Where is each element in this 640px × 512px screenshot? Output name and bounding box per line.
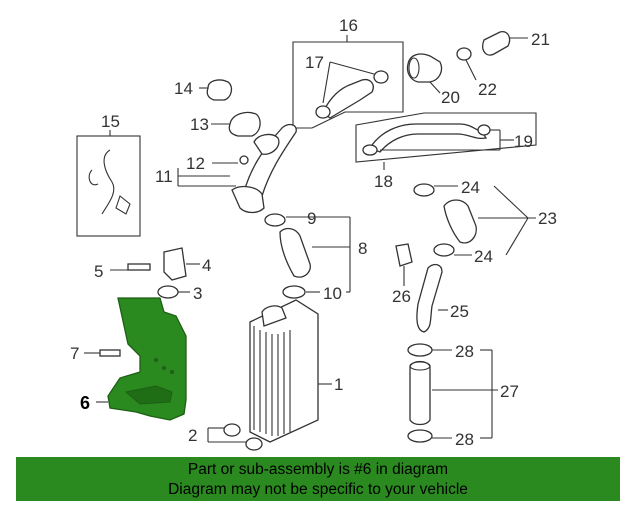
part-15-hose[interactable]	[101, 149, 115, 215]
part-27-hose[interactable]	[409, 360, 431, 426]
part-28-clamp-upper[interactable]	[407, 343, 433, 357]
callout-10[interactable]: 10	[323, 284, 342, 303]
part-12-sensor[interactable]	[239, 155, 249, 165]
leader-23c	[505, 217, 529, 256]
part-11-pipe-lower[interactable]	[231, 185, 265, 214]
banner-line-2: Diagram may not be specific to your vehi…	[168, 481, 468, 498]
leader-17a	[322, 61, 331, 104]
callout-15[interactable]: 15	[101, 112, 120, 131]
part-15-clip-a	[88, 169, 99, 186]
part-15-clip-b	[115, 195, 131, 215]
callout-6[interactable]: 6	[80, 393, 90, 413]
part-11-bracket[interactable]	[253, 133, 280, 155]
part-2-mount-a[interactable]	[223, 423, 241, 437]
callout-25[interactable]: 25	[450, 302, 469, 321]
callout-1[interactable]: 1	[334, 375, 343, 394]
part-1-inlet	[261, 305, 287, 327]
callout-18[interactable]: 18	[374, 172, 393, 191]
part-10-clamp[interactable]	[282, 285, 306, 299]
part-17-hose[interactable]	[322, 78, 374, 119]
leader-23a	[493, 185, 529, 219]
leader-20	[429, 81, 441, 94]
part-21-connector[interactable]	[482, 31, 511, 56]
callout-22[interactable]: 22	[478, 80, 497, 99]
part-14-cap[interactable]	[206, 79, 233, 101]
callout-27[interactable]: 27	[500, 382, 519, 401]
part-22-clamp[interactable]	[456, 47, 472, 61]
callout-28a[interactable]: 28	[455, 342, 474, 361]
callout-11[interactable]: 11	[155, 167, 173, 186]
part-24-clamp-upper[interactable]	[413, 183, 435, 197]
callout-24b[interactable]: 24	[474, 247, 493, 266]
callout-2[interactable]: 2	[188, 426, 197, 445]
callout-24a[interactable]: 24	[461, 178, 480, 197]
callout-19[interactable]: 19	[514, 132, 533, 151]
callout-16[interactable]: 16	[339, 16, 358, 35]
part-19-clamp[interactable]	[477, 124, 491, 136]
callout-12[interactable]: 12	[186, 154, 205, 173]
part-4-bracket[interactable]	[163, 247, 187, 281]
part-3-grommet[interactable]	[157, 285, 179, 299]
banner-line-1: Part or sub-assembly is #6 in diagram	[187, 461, 449, 478]
callout-9[interactable]: 9	[307, 209, 316, 228]
part-23-hose[interactable]	[443, 199, 477, 244]
part-6-rib-b	[162, 366, 166, 370]
callout-7[interactable]: 7	[70, 344, 79, 363]
part-28-clamp-lower[interactable]	[407, 429, 433, 443]
part-6-rib-c	[170, 370, 174, 374]
part-26-sensor[interactable]	[395, 243, 413, 267]
callout-28b[interactable]: 28	[455, 430, 474, 449]
callout-26[interactable]: 26	[392, 287, 411, 306]
callout-21[interactable]: 21	[531, 30, 550, 49]
part-13-valve[interactable]	[228, 111, 261, 137]
part-20-rim	[408, 57, 420, 79]
part-18-clamp-a[interactable]	[362, 144, 378, 156]
part-2-mount-b[interactable]	[245, 437, 263, 451]
part-5-bolt[interactable]	[127, 263, 151, 271]
callout-13[interactable]: 13	[190, 115, 209, 134]
part-6-duct-opening	[124, 385, 173, 405]
part-9-clamp[interactable]	[264, 213, 286, 227]
callout-3[interactable]: 3	[193, 284, 202, 303]
callout-5[interactable]: 5	[94, 262, 103, 281]
callout-17[interactable]: 17	[305, 53, 324, 72]
callout-8[interactable]: 8	[358, 239, 367, 258]
callout-23[interactable]: 23	[538, 209, 557, 228]
callout-14[interactable]: 14	[174, 79, 193, 98]
part-8-hose[interactable]	[279, 227, 311, 278]
callout-4[interactable]: 4	[202, 256, 211, 275]
part-7-bolt[interactable]	[99, 349, 121, 357]
info-banner: Part or sub-assembly is #6 in diagram Di…	[16, 457, 620, 501]
callout-20[interactable]: 20	[441, 88, 460, 107]
part-17-clamp-lower[interactable]	[315, 105, 331, 119]
leader-22	[465, 59, 477, 81]
part-17-clamp-upper[interactable]	[373, 70, 389, 84]
part-6-rib-a	[154, 358, 158, 362]
group-15-box	[76, 135, 141, 237]
part-18-hose[interactable]	[369, 123, 488, 153]
part-25-pipe[interactable]	[416, 263, 443, 333]
part-20-boot[interactable]	[406, 53, 443, 83]
leader-17b	[329, 61, 375, 75]
part-27-rim	[409, 361, 431, 371]
part-1-fins	[253, 326, 291, 436]
part-24-clamp-lower[interactable]	[433, 243, 455, 257]
